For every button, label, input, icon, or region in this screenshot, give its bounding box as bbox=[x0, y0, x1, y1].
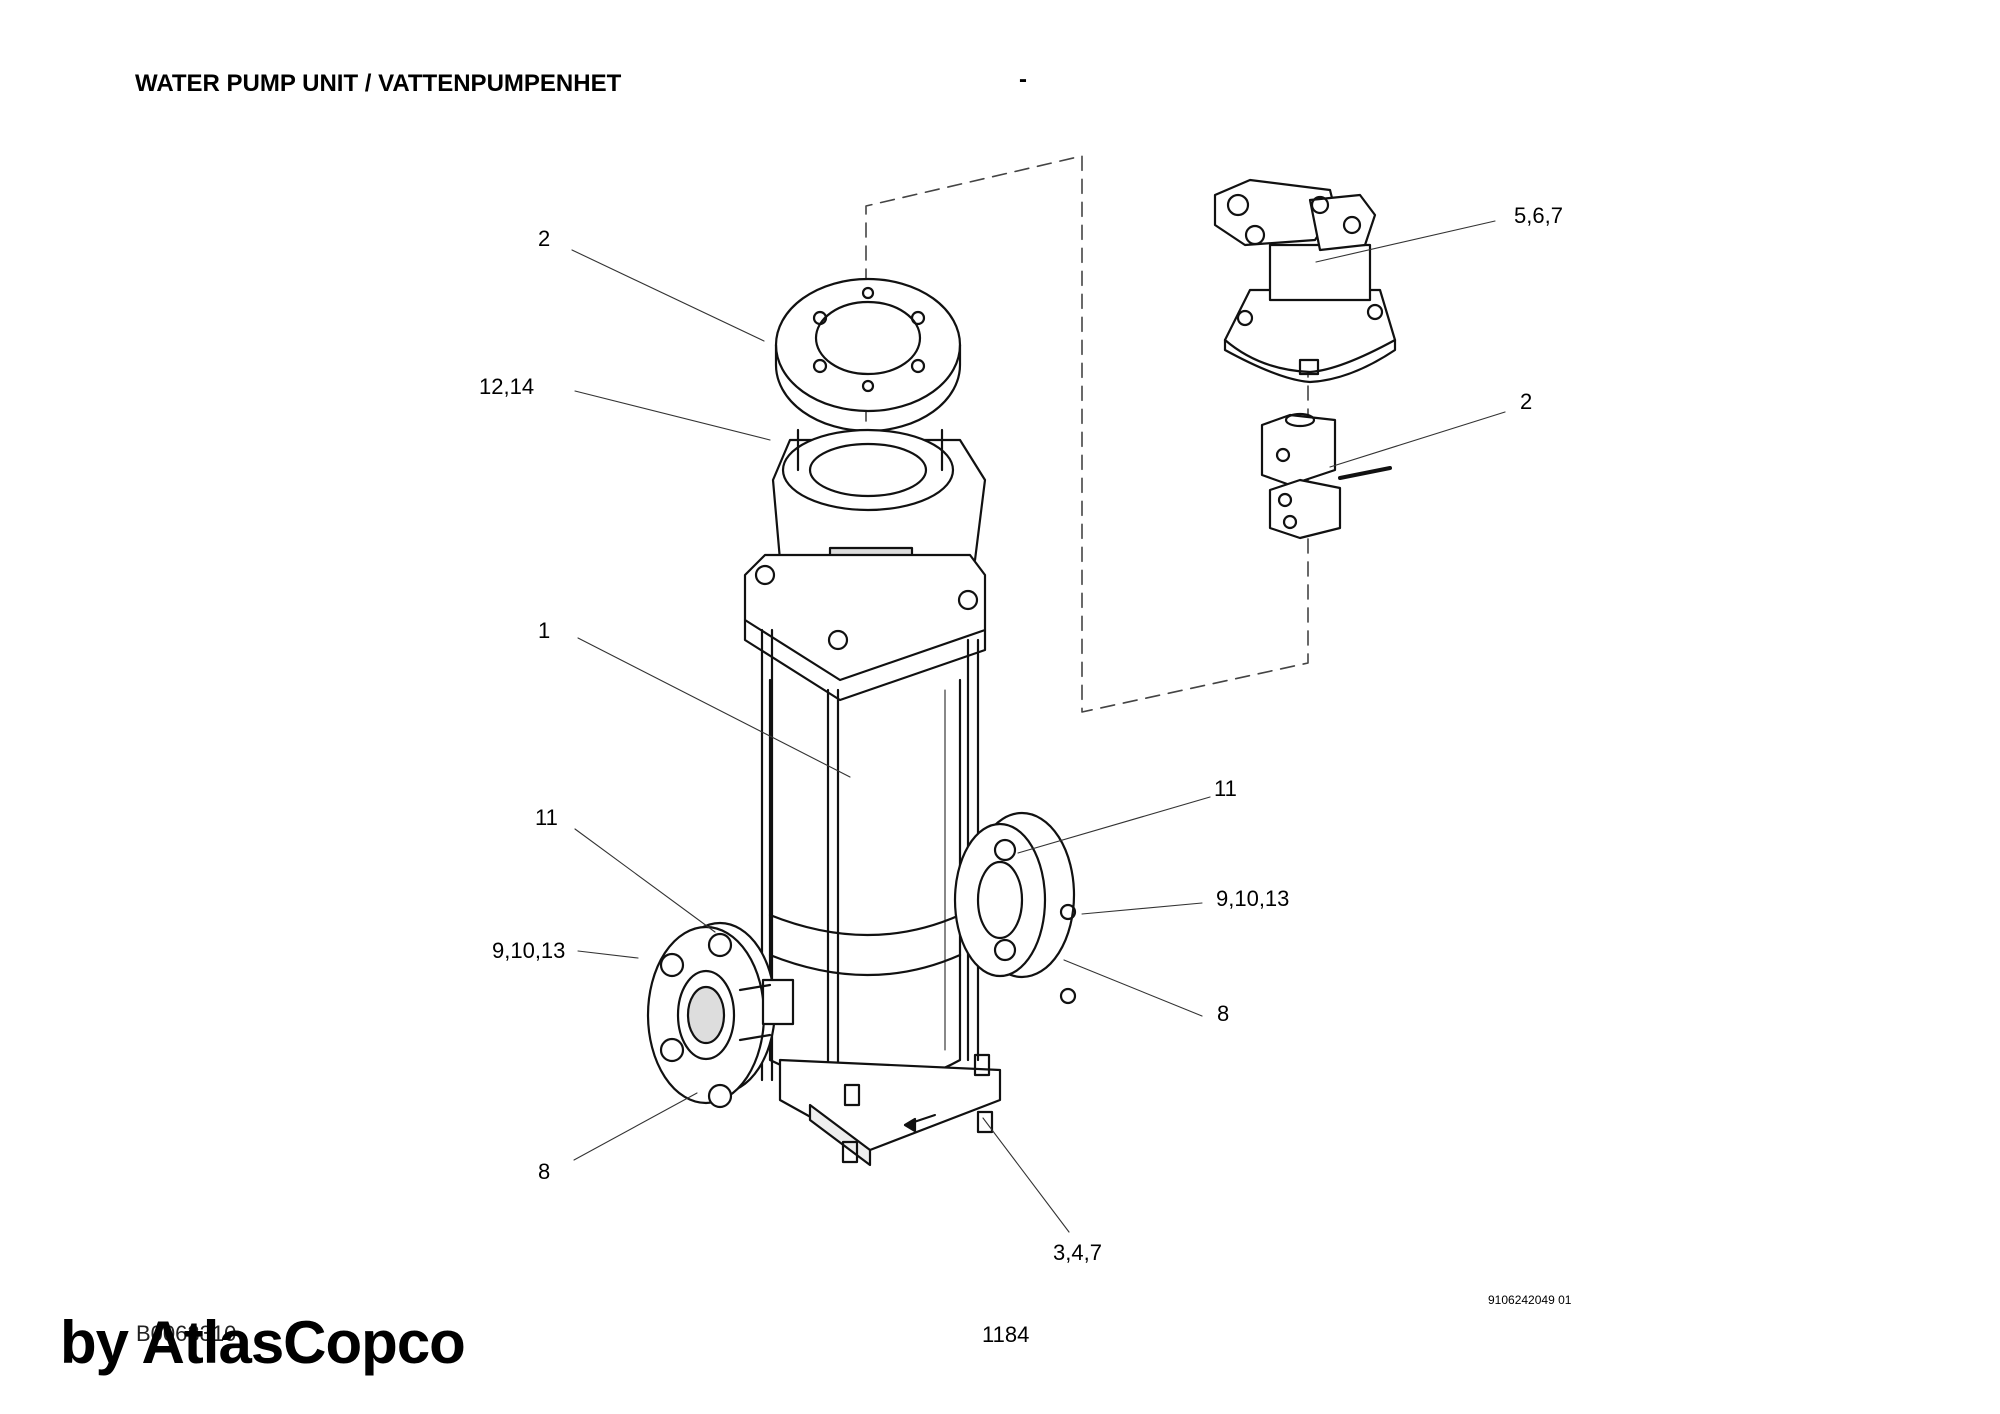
callout-motor: 5,6,7 bbox=[1514, 203, 1563, 228]
callout-gasket: 12,14 bbox=[479, 374, 535, 399]
callout-right-flange: 8 bbox=[1217, 1001, 1230, 1026]
callout-left-flange: 8 bbox=[538, 1159, 551, 1184]
pump-body-part bbox=[768, 678, 962, 1086]
base-part bbox=[778, 1053, 1002, 1167]
page-reference: B0063310 bbox=[136, 1321, 237, 1346]
callout-upper-right-fitting: 11 bbox=[1214, 776, 1237, 801]
callout-base-bolts: 3,4,7 bbox=[1053, 1240, 1102, 1265]
title-dash: - bbox=[1019, 66, 1027, 93]
callout-right-flange-bolts: 9,10,13 bbox=[1216, 886, 1290, 911]
right-flange-part bbox=[953, 811, 1077, 1005]
callout-top-flange: 2 bbox=[538, 226, 551, 251]
callout-pump-body: 1 bbox=[538, 618, 551, 643]
page-title: WATER PUMP UNIT / VATTENPUMPENHET bbox=[135, 70, 622, 97]
top-flange-part bbox=[774, 277, 962, 433]
document-number: 9106242049 01 bbox=[1488, 1293, 1572, 1307]
callout-coupling: 2 bbox=[1520, 389, 1533, 414]
callout-left-flange-bolts: 9,10,13 bbox=[492, 938, 566, 963]
callout-upper-left-fitting: 11 bbox=[535, 805, 558, 830]
coupling-part bbox=[1260, 412, 1392, 540]
leader-lines bbox=[571, 220, 1506, 1233]
motor-part bbox=[1213, 178, 1397, 384]
page-number: 1184 bbox=[982, 1322, 1030, 1347]
tie-rods bbox=[760, 628, 980, 1082]
top-plate-part bbox=[743, 553, 987, 702]
left-flange-part bbox=[646, 921, 795, 1109]
brand-watermark: by AtlasCopco bbox=[60, 1309, 466, 1376]
